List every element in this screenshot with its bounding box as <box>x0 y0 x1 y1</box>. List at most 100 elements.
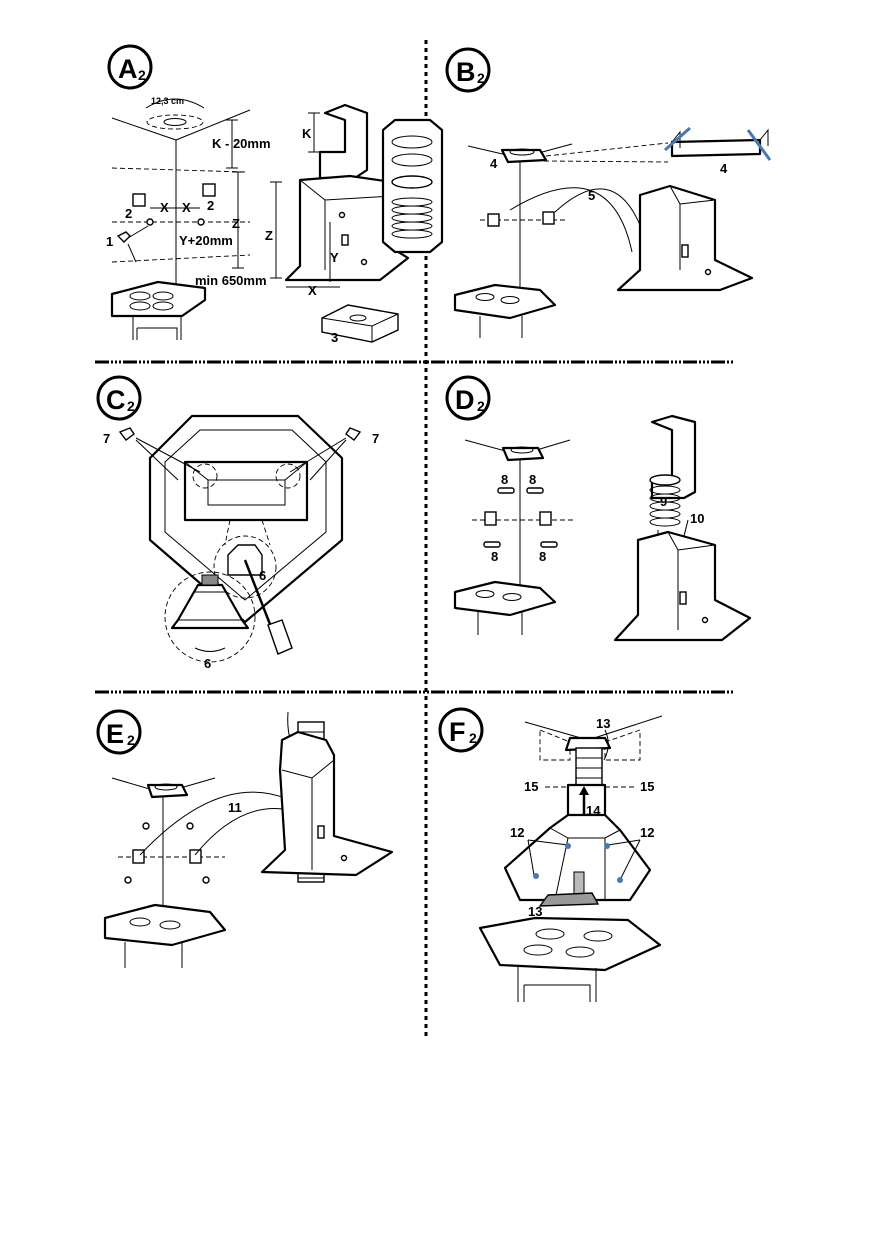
arrow <box>607 839 641 846</box>
power-cable <box>603 729 609 761</box>
filter-box-hole <box>349 314 367 322</box>
screw-anchors <box>483 487 558 548</box>
ceiling-bracket <box>500 148 548 164</box>
detail-circle-screw <box>213 535 277 599</box>
filter-knob <box>201 574 219 586</box>
guide-line <box>111 254 251 263</box>
drill-icon <box>116 231 131 243</box>
step-badge-c: C 2 <box>96 375 142 421</box>
hob-burner <box>129 917 151 927</box>
hob-burner <box>565 946 595 958</box>
ceiling-edge <box>175 109 251 141</box>
panel-b: B 2 4 4 5 <box>445 47 772 338</box>
bracket-outline <box>539 729 641 761</box>
guide-line <box>261 519 271 546</box>
ceiling-bracket-hole <box>510 446 534 454</box>
arrow <box>127 225 149 239</box>
hood-edge <box>281 759 335 870</box>
label-n15-right: 15 <box>640 779 654 794</box>
support-bar <box>670 138 762 158</box>
arrow <box>135 437 201 473</box>
label-n3: 3 <box>331 330 338 345</box>
label-n15-left: 15 <box>524 779 538 794</box>
label-y-plus: Y+20mm <box>179 233 233 248</box>
lift-arrow <box>139 791 291 856</box>
hob-top <box>110 280 207 318</box>
label-n1: 1 <box>106 234 113 249</box>
step-badge-d: D 2 <box>445 375 491 421</box>
hole-icon <box>146 218 154 226</box>
hood-opening-depth <box>184 461 308 506</box>
screw-icons <box>533 843 623 883</box>
hood-slot <box>317 825 325 839</box>
ceiling-edge <box>587 715 663 741</box>
hood-edge <box>299 179 393 270</box>
arrow <box>309 439 347 481</box>
ceiling-edge <box>111 117 177 141</box>
cabinet <box>517 965 597 1002</box>
ceiling-bracket <box>564 736 612 752</box>
panel-c: C 2 7 7 6 6 <box>96 375 379 671</box>
arrowhead <box>579 786 589 795</box>
detail-circle <box>192 463 218 489</box>
hood-body <box>613 530 752 642</box>
badge-sub-c: 2 <box>127 398 135 414</box>
upper-chimney <box>650 414 697 500</box>
duct-stub <box>573 871 585 895</box>
label-n8-br: 8 <box>539 549 546 564</box>
label-z-left: Z <box>232 216 240 231</box>
label-n5: 5 <box>588 188 595 203</box>
lift-arrow <box>194 808 291 856</box>
hood-slot <box>681 244 689 258</box>
label-n4-left: 4 <box>490 156 498 171</box>
filter-cover <box>170 583 250 630</box>
step-badge-b: B 2 <box>445 47 491 93</box>
screw-icon <box>746 129 772 161</box>
hob-top <box>453 283 557 320</box>
hob-burner <box>502 593 522 601</box>
hood-screw <box>360 258 368 266</box>
filter-box <box>538 892 600 907</box>
bracket-icon <box>189 849 202 864</box>
hob-burner <box>152 291 174 301</box>
badge-sub-a: 2 <box>138 67 146 83</box>
detail-circle <box>275 463 301 489</box>
label-n8-bl: 8 <box>491 549 498 564</box>
badge-sub-b: 2 <box>477 70 485 86</box>
label-n13-top: 13 <box>596 716 610 731</box>
guide-line <box>224 519 231 546</box>
step-badge-a: A 2 <box>107 44 153 90</box>
hob-burner <box>500 296 520 304</box>
hob-burner <box>159 920 181 930</box>
badge-letter-b: B <box>456 57 476 87</box>
panel-a: A 2 12,3 cm K - 20mm Z X X Y+20mm 2 <box>106 44 444 345</box>
label-z-right: Z <box>265 228 273 243</box>
ceiling-bracket <box>501 446 545 462</box>
guide-line <box>111 167 246 173</box>
hood-opening <box>183 460 309 522</box>
hob-burner <box>535 928 565 940</box>
bracket-icon <box>132 849 145 864</box>
badge-sub-d: 2 <box>477 398 485 414</box>
hob-burner <box>475 293 495 301</box>
label-k-minus: K - 20mm <box>212 136 271 151</box>
arrow <box>619 839 641 881</box>
label-n4-right: 4 <box>720 161 728 176</box>
hood-screw <box>340 854 348 862</box>
hood-body <box>260 730 394 877</box>
hood-edge <box>667 531 716 630</box>
label-n2-left: 2 <box>125 206 132 221</box>
hood-screw <box>338 211 346 219</box>
detail-circle-filter <box>164 571 256 663</box>
label-n8-tr: 8 <box>529 472 536 487</box>
filter-cover-edge <box>178 591 242 621</box>
label-n13-bottom: 13 <box>528 904 542 919</box>
hob-top <box>103 903 227 947</box>
rotate-arrow <box>194 647 226 652</box>
ceiling-bracket <box>146 783 189 799</box>
duct-collar <box>391 175 433 189</box>
badge-letter-d: D <box>455 385 475 415</box>
label-n9: 9 <box>660 494 667 509</box>
